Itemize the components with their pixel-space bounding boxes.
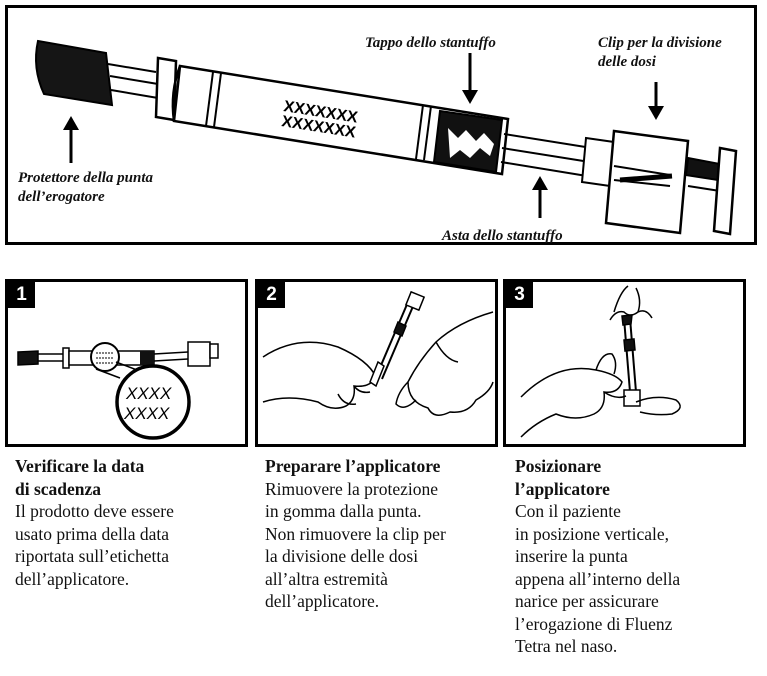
step-1-body: Il prodotto deve essere usato prima dell… — [15, 500, 250, 590]
step-body-line: in gomma dalla punta. — [265, 501, 422, 521]
step-number: 2 — [258, 282, 285, 308]
label-dose-clip-line: Clip per la divisione — [598, 35, 722, 51]
label-dose-clip-line: delle dosi — [598, 54, 656, 70]
arrow-icon — [532, 176, 548, 218]
plunger-thumb-rest — [684, 146, 738, 236]
step-1-image: XXXX XXXX 1 — [5, 279, 248, 447]
step-1-drawing: XXXX XXXX — [17, 341, 219, 440]
step-body-line: riportata sull’etichetta — [15, 546, 170, 566]
step-body-line: in posizione verticale, — [515, 523, 670, 544]
step-2-body: Rimuovere la protezione in gomma dalla p… — [265, 478, 497, 613]
step-1-title: Verificare la data di scadenza — [15, 455, 250, 500]
step-title-line: Verificare la data — [15, 456, 145, 476]
step-3-image: 3 — [503, 279, 746, 447]
step-body-line: inserire la punta — [515, 546, 628, 566]
zoom-text-line-2: XXXX — [123, 404, 170, 423]
step-body-line: Tetra nel naso. — [515, 636, 618, 656]
arrow-icon — [648, 82, 664, 120]
plunger-rod — [500, 133, 599, 178]
step-body-line: all’altra estremità — [265, 568, 388, 589]
step-1-text: Verificare la data di scadenza Il prodot… — [15, 455, 250, 590]
step-3-text: Posizionare l’applicatore Con il pazient… — [515, 455, 755, 658]
applicator-diagram: XXXXXXX XXXXXXX — [5, 5, 757, 245]
step-title-line: Preparare l’applicatore — [265, 456, 441, 476]
label-plunger-cap: Tappo dello stantuffo — [365, 35, 496, 51]
step-3-body: Con il paziente in posizione verticale, … — [515, 500, 755, 658]
label-tip-protector-line: Protettore della punta — [18, 170, 153, 186]
step-body-line: Con il paziente — [515, 501, 621, 521]
step-body-line: la divisione delle dosi — [265, 546, 419, 566]
step-number: 1 — [8, 282, 35, 308]
step-body-line: l’erogazione di Fluenz — [515, 613, 673, 634]
label-tip-protector: Protettore della punta dell’erogatore — [18, 169, 198, 207]
label-dose-clip: Clip per la divisione delle dosi — [598, 34, 758, 72]
step-2-text: Preparare l’applicatore Rimuovere la pro… — [265, 455, 497, 613]
step-3-drawing — [520, 285, 681, 438]
step-number: 3 — [506, 282, 533, 308]
barrel — [171, 64, 510, 176]
tip-protector — [35, 39, 114, 107]
step-body-line: appena all’interno della — [515, 568, 681, 589]
step-body-line: usato prima della data — [15, 523, 170, 544]
nozzle — [107, 63, 159, 99]
arrow-icon — [63, 116, 79, 163]
step-body-line: dell’applicatore. — [265, 591, 380, 611]
step-title-line: l’applicatore — [515, 478, 610, 499]
step-2-image: 2 — [255, 279, 498, 447]
plunger-cap — [432, 109, 504, 174]
arrow-icon — [462, 53, 478, 104]
step-title-line: Posizionare — [515, 456, 602, 476]
step-body-line: Rimuovere la protezione — [265, 478, 438, 499]
step-body-line: narice per assicurare — [515, 591, 659, 611]
step-title-line: di scadenza — [15, 478, 102, 499]
step-body-line: dell’applicatore. — [15, 568, 130, 589]
step-2-title: Preparare l’applicatore — [265, 455, 497, 478]
step-body-line: Non rimuovere la clip per — [265, 523, 446, 544]
applicator-drawing: XXXXXXX XXXXXXX — [35, 39, 738, 236]
label-plunger-rod: Asta dello stantuffo — [442, 228, 563, 244]
label-tip-protector-line: dell’erogatore — [18, 189, 105, 205]
zoom-text-line-1: XXXX — [125, 384, 172, 403]
step-2-drawing — [262, 290, 494, 416]
step-body-line: Il prodotto deve essere — [15, 501, 174, 521]
step-3-title: Posizionare l’applicatore — [515, 455, 755, 500]
dose-clip — [580, 129, 690, 235]
